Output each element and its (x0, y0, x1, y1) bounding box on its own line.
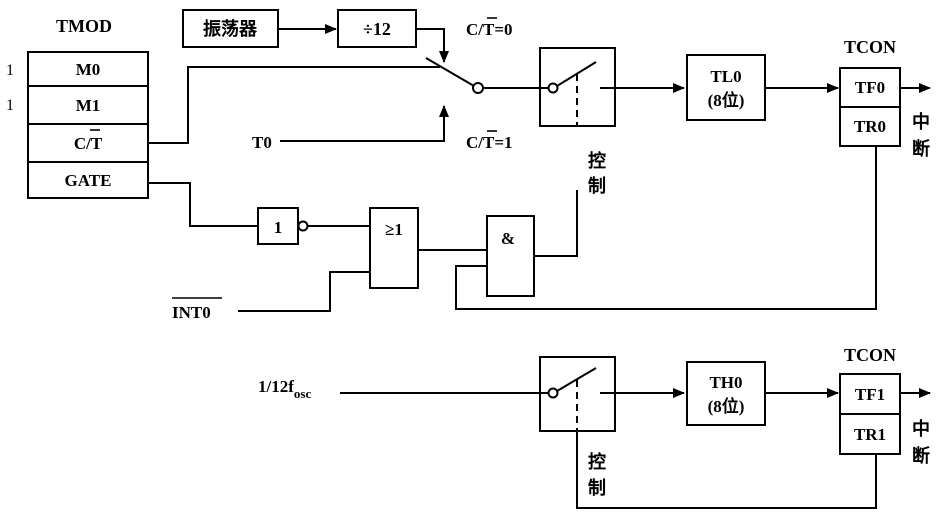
oscillator-label: 振荡器 (203, 18, 258, 39)
tl0-box (686, 54, 766, 121)
divider-box (337, 9, 417, 48)
and-to-control-wire (534, 190, 578, 257)
tmod-field-gate (27, 161, 149, 199)
tl0-width: (8位) (708, 90, 745, 110)
tmod-field-ct-label: C/T (74, 134, 103, 153)
control-switch-bottom-pivot (547, 387, 559, 399)
mux-switch-blade (425, 57, 475, 87)
control-label-bottom-2: 制 (588, 478, 606, 498)
tmod-title: TMOD (56, 16, 112, 36)
tcon-top-title: TCON (844, 37, 896, 57)
divider-label: ÷12 (363, 19, 391, 39)
tcon-bottom-tf1-label: TF1 (855, 385, 885, 404)
th0-box (686, 361, 766, 426)
control-label-top-1: 控 (588, 150, 606, 171)
mux-switch-pivot (472, 82, 484, 94)
control-switch-top-pivot (547, 82, 559, 94)
tmod-field-gate-label: GATE (65, 171, 112, 190)
mux-label-top: C/T=0 (466, 20, 513, 39)
tl0-name: TL0 (710, 67, 741, 86)
th0-name: TH0 (709, 373, 742, 392)
tcon-top-tr0-cell (839, 106, 901, 147)
not-gate-label: 1 (274, 218, 283, 237)
tmod-field-m1-label: M1 (76, 96, 101, 115)
divider-to-switch-wire (416, 28, 449, 63)
tcon-bottom-tr1-cell (839, 413, 901, 455)
control-switch-bottom-blade (556, 367, 597, 392)
t0-input-wire (280, 105, 449, 142)
tr0-feedback-wire (455, 146, 877, 310)
tmod-field-m0-label: M0 (76, 60, 101, 79)
tmod-bit-m1: 1 (6, 97, 14, 114)
control-label-top-2: 制 (588, 176, 606, 196)
interrupt-label-top-2: 断 (912, 138, 930, 159)
and-gate-label: & (501, 229, 515, 248)
and-gate (486, 215, 535, 297)
tcon-top-tf0-label: TF0 (855, 78, 885, 97)
tcon-bottom-tf1-cell (839, 373, 901, 415)
or-gate-label: ≥1 (385, 220, 403, 239)
control-label-bottom-1: 控 (588, 451, 606, 472)
tmod-field-m0 (27, 51, 149, 87)
ct-control-wire (148, 66, 440, 144)
tr1-control-wire (576, 431, 877, 509)
int0-input-wire (238, 271, 370, 312)
interrupt-label-top-1: 中 (912, 111, 930, 132)
interrupt-label-bottom-1: 中 (912, 418, 930, 439)
tcon-bottom-title: TCON (844, 345, 896, 365)
clock-input-sub: osc (294, 386, 312, 401)
mux-label-bottom: C/T=1 (466, 133, 513, 152)
or-gate (369, 207, 419, 289)
int0-input-label: INT0 (172, 303, 211, 322)
tmod-bit-m0: 1 (6, 62, 14, 79)
not-gate-bubble (297, 220, 309, 232)
gate-to-not-wire (148, 182, 258, 227)
th0-width: (8位) (708, 396, 745, 416)
interrupt-label-bottom-2: 断 (912, 445, 930, 466)
not-gate (257, 207, 299, 245)
t0-input-label: T0 (252, 133, 272, 152)
tcon-bottom-tr1-label: TR1 (854, 425, 886, 444)
tcon-top-tr0-label: TR0 (854, 117, 886, 136)
clock-input-label: 1/12fosc (258, 377, 311, 401)
clock-input-base: 1/12f (258, 377, 294, 396)
